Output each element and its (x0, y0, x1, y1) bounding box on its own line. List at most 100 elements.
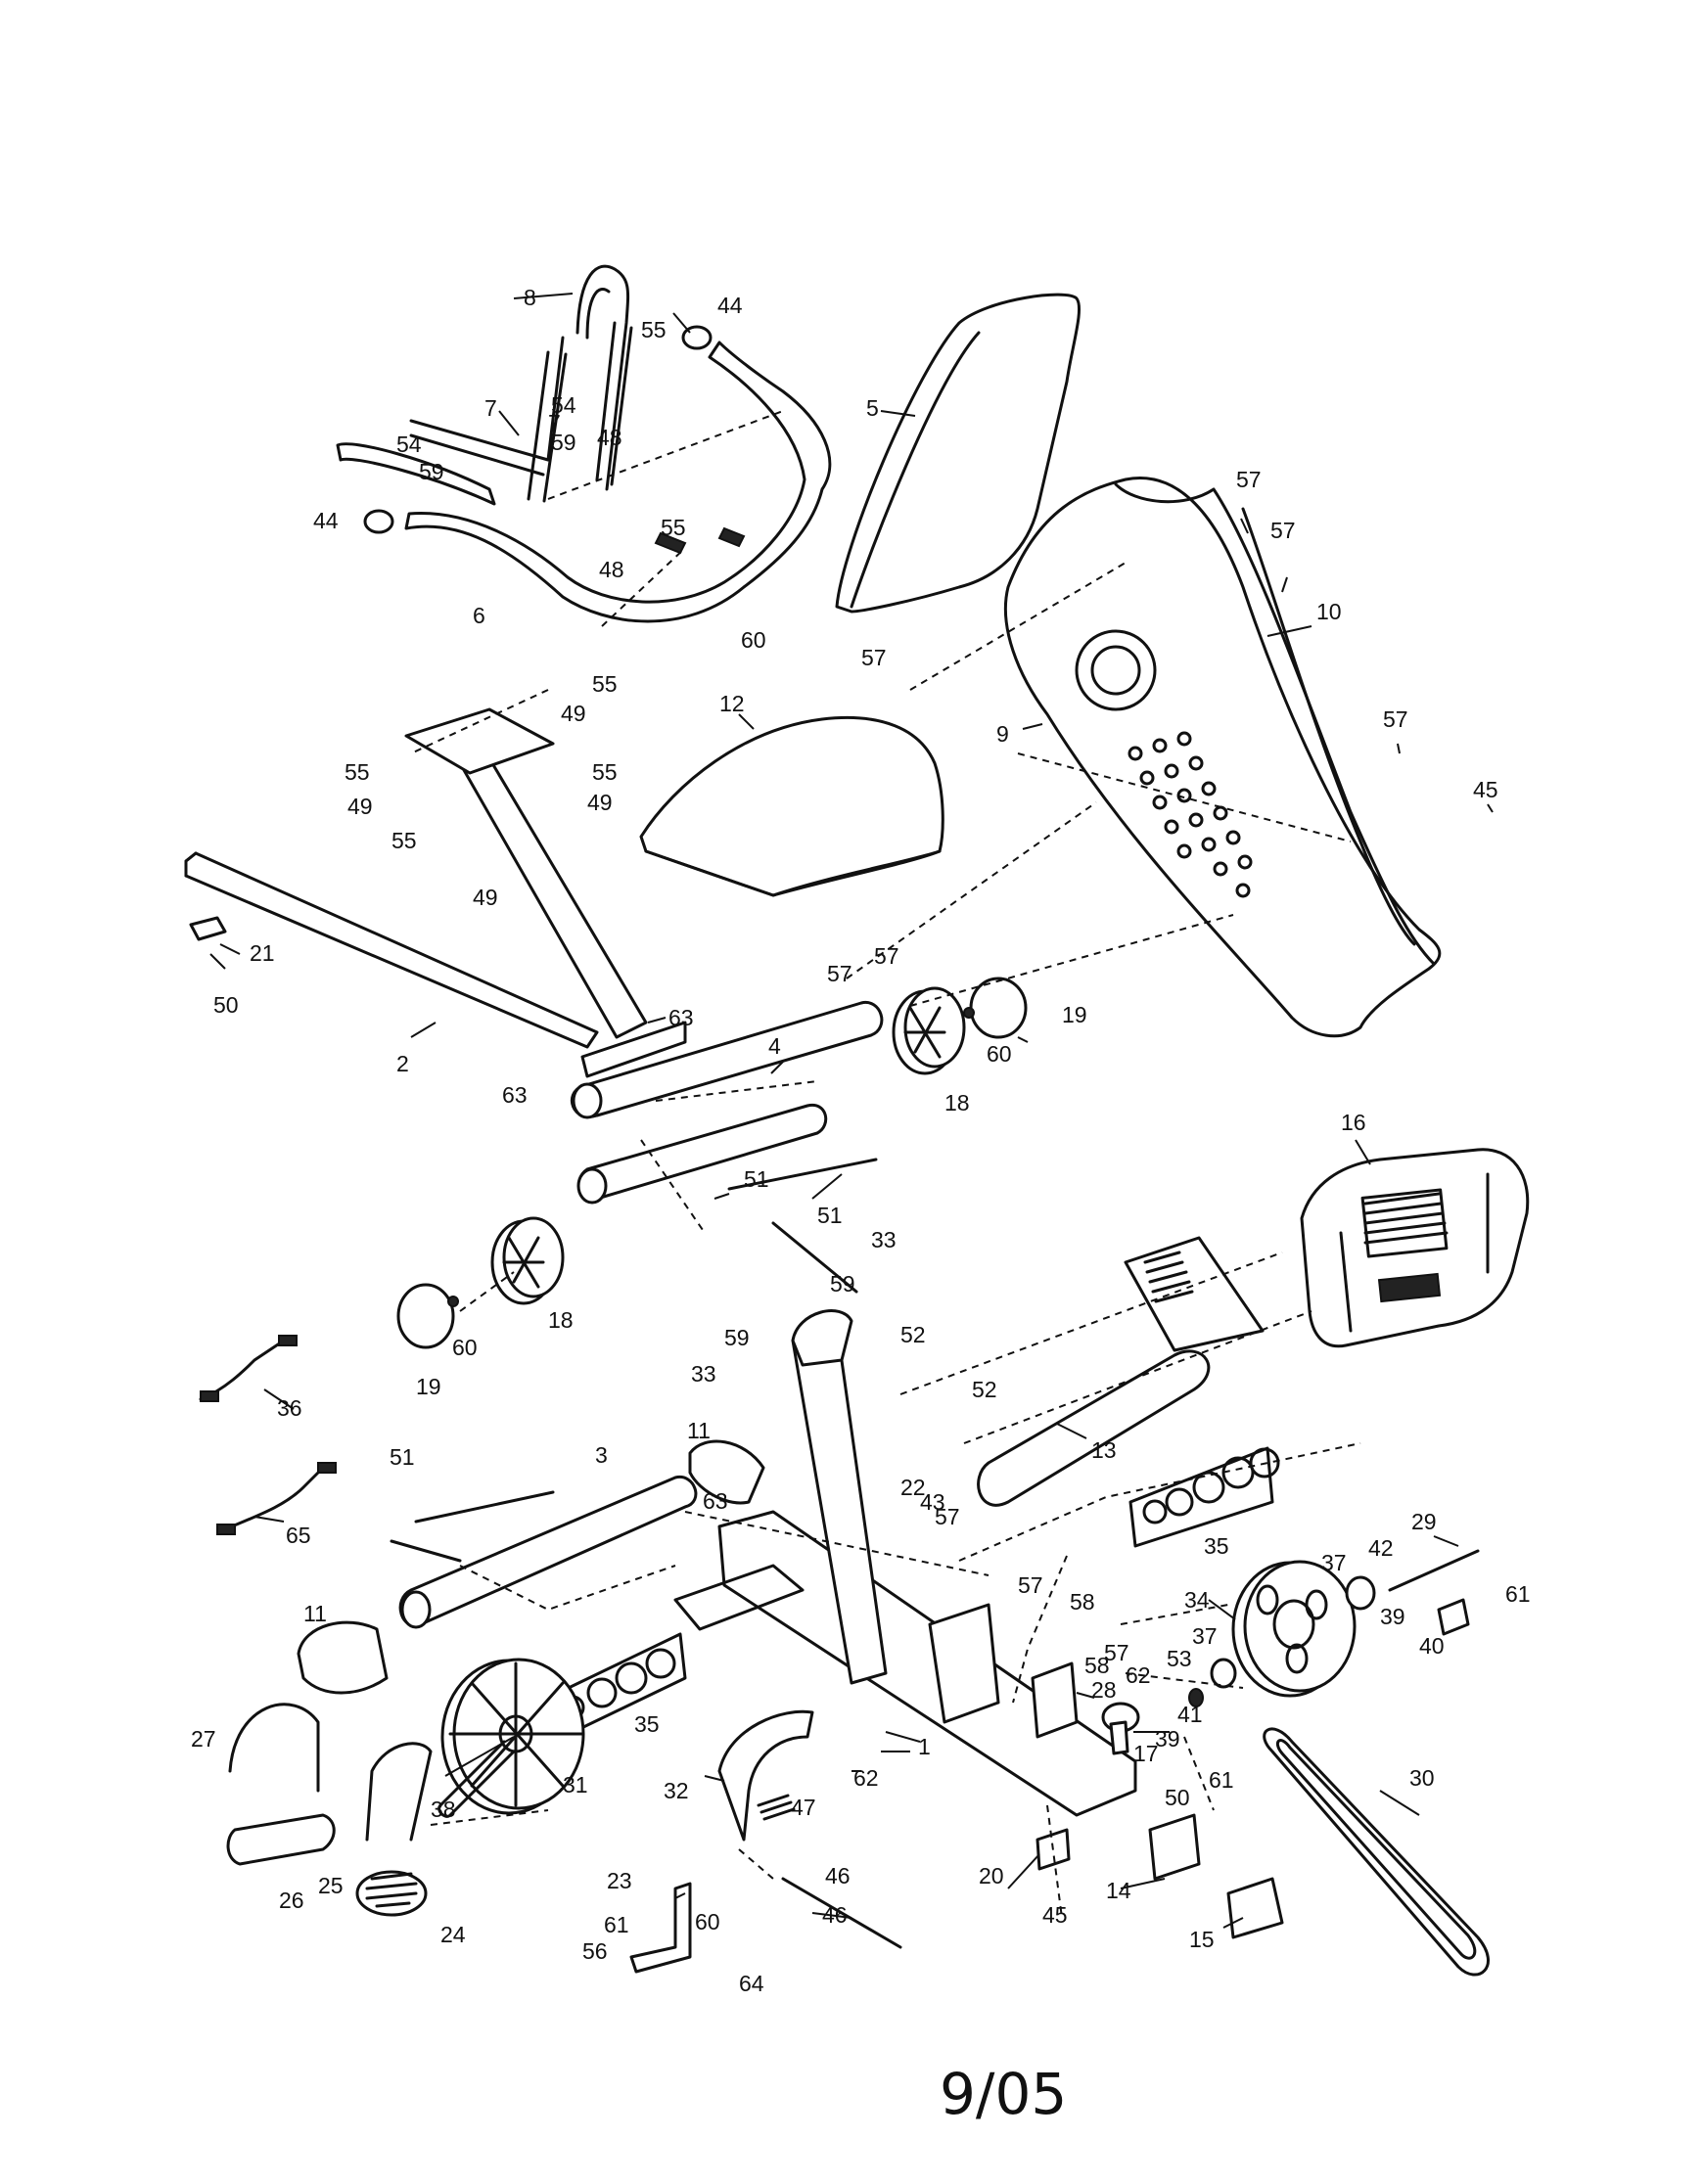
connector-36a (200, 1390, 219, 1402)
part-label: 26 (279, 1888, 304, 1913)
handle-frame-7 (527, 321, 633, 503)
upright-vents (1143, 1251, 1194, 1303)
part-label: 49 (473, 885, 498, 910)
bearings-35-right (1128, 1446, 1280, 1548)
part-label: 44 (313, 508, 339, 533)
part-label: 11 (687, 1418, 711, 1443)
handlebar-loop (546, 264, 630, 491)
seat-bottom-edge (644, 849, 942, 897)
part-label: 41 (1177, 1702, 1203, 1727)
part-label: 51 (817, 1203, 843, 1228)
part-label: 61 (1505, 1581, 1531, 1607)
part-label: 37 (1321, 1550, 1347, 1575)
seat-12 (639, 715, 944, 897)
seat-mount-plate (404, 707, 555, 775)
part-label: 60 (695, 1909, 720, 1934)
rear-shroud-10 (1114, 482, 1436, 966)
part-label: 61 (1209, 1767, 1234, 1793)
part-label: 63 (668, 1005, 694, 1030)
bracket-21 (189, 916, 227, 941)
part-label: 22 (900, 1475, 926, 1500)
part-label: 7 (484, 395, 497, 421)
part-label: 60 (452, 1335, 478, 1360)
part-label: 58 (1070, 1589, 1095, 1615)
handle-crossbar (409, 419, 550, 477)
part-label: 2 (396, 1051, 409, 1076)
part-label: 57 (1270, 518, 1296, 543)
part-label: 63 (703, 1488, 728, 1514)
part-label: 33 (691, 1361, 716, 1387)
shroud-hole (1075, 629, 1157, 711)
part-label: 13 (1091, 1437, 1117, 1463)
part-label: 49 (587, 790, 613, 815)
part-label: 42 (1368, 1535, 1394, 1561)
part-label: 3 (595, 1442, 608, 1468)
part-label: 7 (548, 410, 561, 435)
shroud-seam (1241, 507, 1416, 946)
bolt-51a (727, 1158, 878, 1191)
part-label: 57 (935, 1504, 960, 1529)
part-labels: 1 2 3 4 5 6 7 8 9 10 11 11 12 13 14 15 1… (191, 285, 1531, 1996)
axle-tube (576, 1103, 828, 1202)
belt-30-inner (1276, 1739, 1477, 1960)
part-label: 19 (416, 1374, 441, 1399)
part-label: 62 (1126, 1662, 1151, 1688)
idler-28 (1031, 1661, 1079, 1739)
part-label: 57 (1383, 706, 1408, 732)
part-label: 33 (871, 1227, 897, 1252)
part-label: 15 (1189, 1927, 1215, 1952)
bolt-51b (771, 1221, 858, 1294)
bracket-40 (1437, 1598, 1470, 1636)
part-label: 28 (1091, 1677, 1117, 1703)
pulley-31 (437, 1658, 585, 1818)
part-label: 45 (1042, 1902, 1068, 1928)
part-label: 48 (599, 557, 624, 582)
part-label: 47 (791, 1795, 816, 1820)
part-drawings (184, 264, 1530, 1977)
frame-upright-top (791, 1309, 853, 1367)
console-grips (1339, 1172, 1490, 1333)
bolt-51d (390, 1539, 462, 1563)
part-label: 9 (996, 721, 1009, 747)
part-label: 10 (1316, 599, 1342, 624)
part-label: 44 (717, 293, 743, 318)
console-speaker (1363, 1192, 1449, 1245)
rear-shroud-9 (1003, 477, 1442, 1038)
part-label: 24 (440, 1922, 466, 1947)
wheel-18-left (396, 1216, 565, 1349)
part-label: 50 (213, 992, 239, 1018)
pedal-26 (226, 1813, 336, 1866)
part-label: 36 (277, 1395, 302, 1421)
part-label: 35 (1204, 1533, 1229, 1559)
part-label: 64 (739, 1971, 764, 1996)
part-label: 45 (1473, 777, 1498, 802)
part-label: 59 (419, 459, 444, 484)
strap-27 (228, 1703, 320, 1793)
part-label: 46 (822, 1902, 848, 1928)
tube-3 (398, 1476, 698, 1627)
pedal-24-tread (365, 1872, 418, 1908)
part-label: 65 (286, 1523, 311, 1548)
part-label: 39 (1380, 1604, 1405, 1629)
spring-47 (757, 1794, 796, 1821)
cover-11-lower (297, 1620, 389, 1695)
part-label: 18 (548, 1307, 574, 1333)
part-label: 19 (1062, 1002, 1087, 1027)
axle-tube-end (576, 1167, 608, 1205)
connector-36b (278, 1335, 298, 1346)
part-label: 5 (866, 395, 879, 421)
part-label: 35 (634, 1711, 660, 1737)
part-label: 18 (944, 1090, 970, 1115)
part-label: 38 (431, 1797, 456, 1822)
part-label: 39 (1155, 1726, 1180, 1752)
flywheel-34 (1231, 1560, 1357, 1698)
part-label: 43 (920, 1489, 945, 1515)
left-handle-tube (336, 442, 496, 506)
end-cap-44a (363, 509, 394, 534)
part-label: 48 (597, 425, 622, 450)
upright-shroud (1124, 1236, 1265, 1352)
part-label: 34 (1184, 1587, 1210, 1613)
part-label: 56 (582, 1938, 608, 1964)
backrest-edge (850, 331, 981, 609)
part-label: 59 (551, 430, 576, 455)
